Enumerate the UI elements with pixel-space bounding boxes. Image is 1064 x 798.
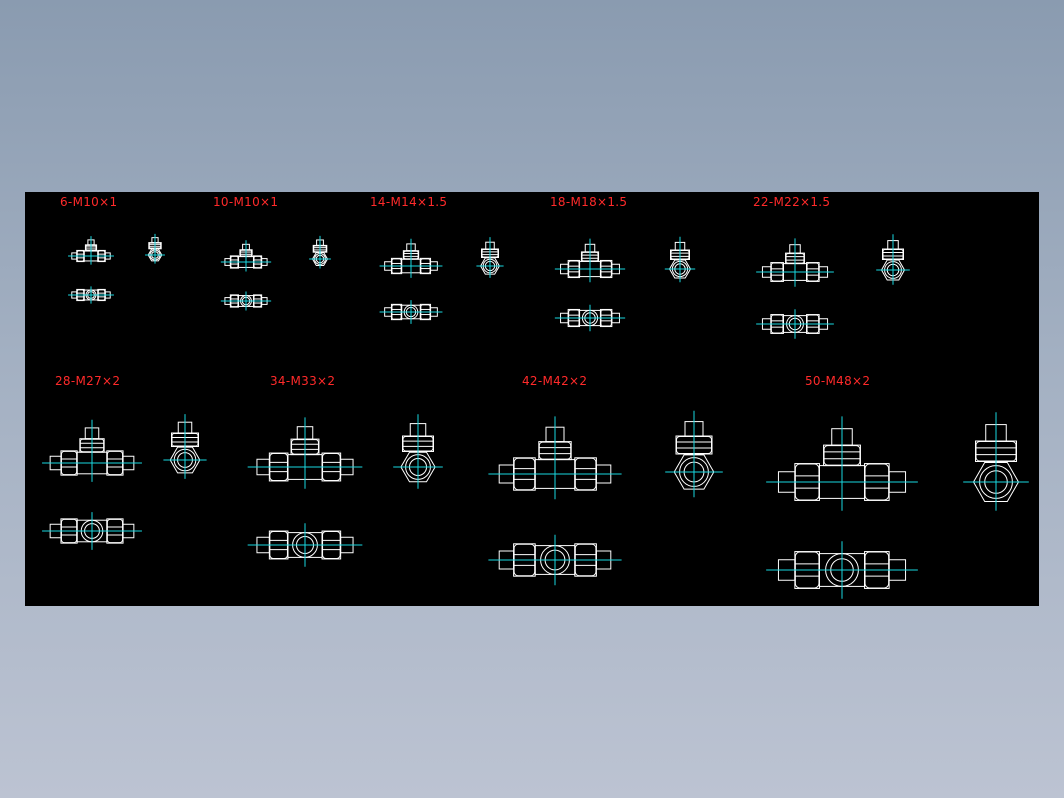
group-label-28-m27x2: 28-M27×2 [55, 374, 120, 388]
tee-top-view-28 [42, 512, 142, 550]
group-label-42-m42x2: 42-M42×2 [522, 374, 587, 388]
tee-front-view-42 [488, 416, 622, 500]
tee-side-view-50 [963, 412, 1029, 511]
tee-front-view-6 [68, 236, 114, 265]
group-label-34-m33x2: 34-M33×2 [270, 374, 335, 388]
tee-side-view-22 [876, 234, 910, 285]
tee-front-view-22 [756, 238, 834, 287]
tee-top-view-42 [488, 534, 622, 586]
tee-top-view-50 [766, 541, 918, 599]
tee-top-view-22 [756, 309, 834, 339]
tee-top-view-14 [379, 300, 443, 324]
tee-front-view-50 [766, 416, 918, 511]
drawing-canvas: 6-M10×1 10-M10×1 14-M14×1.5 18-M18×1.5 2… [25, 192, 1039, 606]
tee-top-view-10 [220, 291, 272, 311]
group-label-18-m18x1-5: 18-M18×1.5 [550, 195, 627, 209]
tee-side-view-14 [476, 237, 504, 278]
group-label-14-m14x1-5: 14-M14×1.5 [370, 195, 447, 209]
group-label-6-m10x1: 6-M10×1 [60, 195, 117, 209]
tee-top-view-34 [247, 523, 363, 567]
tee-side-view-42 [665, 410, 723, 498]
tee-side-view-34 [393, 414, 443, 489]
tee-front-view-10 [220, 240, 272, 272]
tee-side-view-28 [163, 414, 207, 479]
tee-fitting-drawing: 6-M10×1 10-M10×1 14-M14×1.5 18-M18×1.5 2… [42, 195, 1029, 599]
tee-top-view-6 [68, 286, 114, 304]
group-label-22-m22x1-5: 22-M22×1.5 [753, 195, 830, 209]
tee-front-view-34 [247, 417, 363, 489]
tee-side-view-6 [145, 233, 165, 264]
tee-front-view-14 [379, 238, 443, 278]
tee-front-view-28 [42, 419, 142, 482]
tee-side-view-18 [664, 236, 696, 283]
tee-side-view-10 [309, 235, 331, 269]
group-label-50-m48x2: 50-M48×2 [805, 374, 870, 388]
group-label-10-m10x1: 10-M10×1 [213, 195, 278, 209]
tee-top-view-18 [554, 304, 626, 332]
tee-front-view-18 [554, 238, 626, 283]
